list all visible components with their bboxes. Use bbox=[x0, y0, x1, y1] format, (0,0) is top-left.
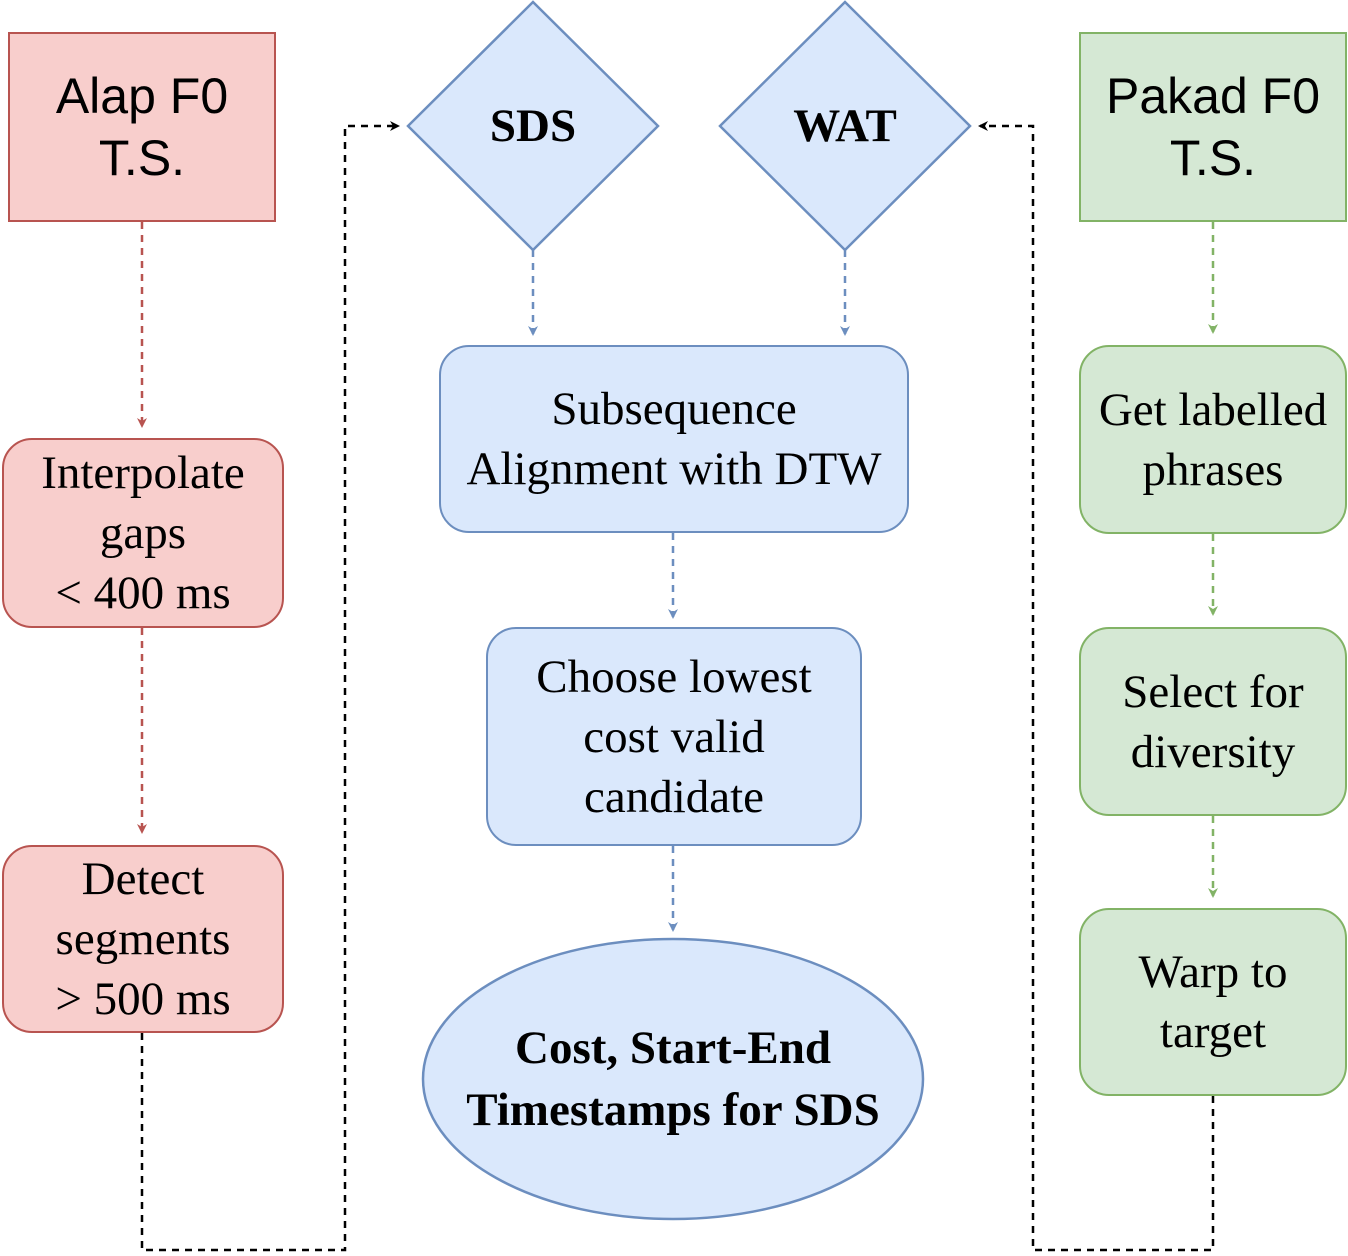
alap-f0-ts-box: Alap F0 T.S. bbox=[8, 32, 276, 222]
wat-decision-label: WAT bbox=[793, 100, 897, 152]
detect-line-1: Detect bbox=[81, 853, 205, 905]
pakad-label-line-1: Pakad F0 bbox=[1105, 68, 1320, 124]
wat-diamond-shape bbox=[718, 0, 972, 252]
diversity-line-1: Select for bbox=[1122, 665, 1304, 718]
output-line-1: Cost, Start-End bbox=[515, 1022, 831, 1074]
labelled-line-2: phrases bbox=[1142, 443, 1284, 496]
output-line-2: Timestamps for SDS bbox=[466, 1084, 880, 1136]
pakad-label-line-2: T.S. bbox=[1169, 130, 1257, 186]
get-labelled-phrases-box: Get labelled phrases bbox=[1079, 345, 1347, 534]
subsequence-alignment-box: Subsequence Alignment with DTW bbox=[439, 345, 909, 533]
pakad-f0-ts-box: Pakad F0 T.S. bbox=[1079, 32, 1347, 222]
warp-to-target-box: Warp to target bbox=[1079, 908, 1347, 1096]
arrow-detect-to-sds bbox=[140, 121, 400, 1252]
output-ellipse-shape bbox=[421, 937, 925, 1221]
interpolate-line-3: < 400 ms bbox=[55, 567, 231, 619]
choose-line-1: Choose lowest bbox=[536, 650, 812, 703]
detect-line-3: > 500 ms bbox=[55, 973, 231, 1025]
alap-label-line-1: Alap F0 bbox=[55, 68, 229, 124]
alap-label-line-2: T.S. bbox=[98, 130, 186, 186]
alignment-line-1: Subsequence bbox=[551, 383, 797, 435]
sds-decision-label: SDS bbox=[489, 100, 577, 152]
labelled-line-1: Get labelled bbox=[1098, 383, 1328, 436]
output-ellipse-label: Cost, Start-End Timestamps for SDS bbox=[423, 1017, 923, 1141]
select-diversity-box: Select for diversity bbox=[1079, 627, 1347, 816]
arrow-warp-to-wat bbox=[978, 121, 1215, 1252]
choose-candidate-box: Choose lowest cost valid candidate bbox=[486, 627, 862, 846]
detect-segments-box: Detect segments > 500 ms bbox=[2, 845, 284, 1033]
warp-line-1: Warp to bbox=[1138, 946, 1288, 998]
diversity-line-2: diversity bbox=[1130, 725, 1296, 778]
detect-line-2: segments bbox=[55, 913, 231, 965]
choose-line-3: candidate bbox=[583, 770, 765, 823]
choose-line-2: cost valid bbox=[583, 710, 765, 763]
alignment-line-2: Alignment with DTW bbox=[466, 443, 882, 495]
warp-line-2: target bbox=[1159, 1006, 1267, 1058]
interpolate-line-1: Interpolate bbox=[41, 447, 245, 499]
interpolate-gaps-box: Interpolate gaps < 400 ms bbox=[2, 438, 284, 628]
sds-diamond-shape bbox=[406, 0, 660, 252]
interpolate-line-2: gaps bbox=[99, 507, 187, 559]
